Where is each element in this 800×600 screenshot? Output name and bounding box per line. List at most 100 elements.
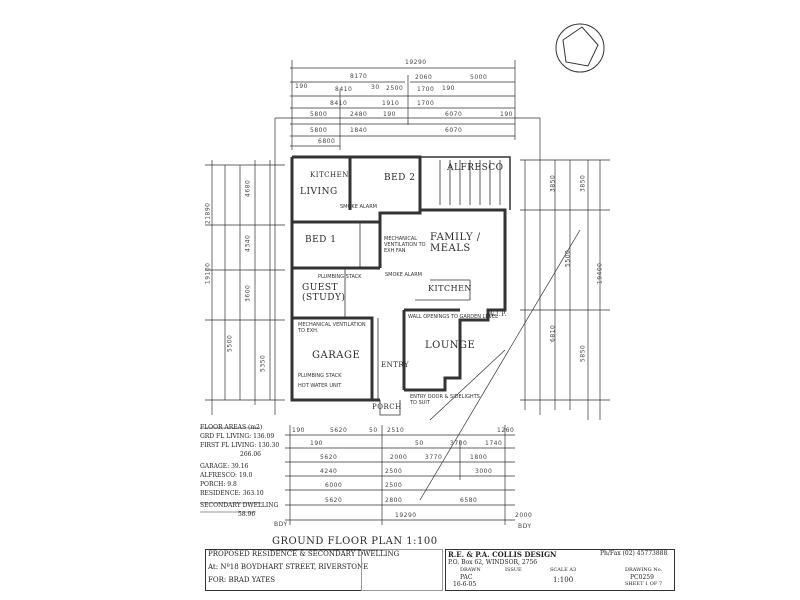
note-hot-water-unit: HOT WATER UNIT: [298, 383, 342, 389]
room-bed-1: BED 1: [305, 235, 337, 245]
floor-area-row: GARAGE: 39.16: [200, 462, 290, 471]
room-wip: W.I.P.: [488, 311, 508, 318]
dim-text: 50: [415, 440, 424, 447]
note-plumbing-stack: PLUMBING STACK: [298, 373, 342, 379]
scale-value: 1:100: [553, 576, 574, 584]
title-block: PROPOSED RESIDENCE & SECONDARY DWELLING …: [205, 549, 675, 591]
room-porch: PORCH: [372, 403, 402, 411]
dim-text: 3000: [475, 468, 493, 475]
floor-area-row: ALFRESCO: 19.0: [200, 471, 290, 480]
floor-area-row: 58.96: [200, 510, 290, 519]
area-value: 266.06: [240, 451, 261, 458]
room-kitchen: KITCHEN: [428, 284, 472, 293]
drawn-label: DRAWN: [460, 567, 481, 573]
dim-text: 5620: [320, 454, 338, 461]
area-value: 9.8: [227, 481, 237, 488]
dim-text: 19290: [395, 512, 417, 519]
dim-text: 19290: [405, 59, 427, 66]
room-entry: ENTRY: [381, 361, 410, 369]
area-label: SECONDARY DWELLING: [200, 502, 279, 509]
project-address: At: Nº18 BOYDHART STREET, RIVERSTONE: [208, 563, 369, 571]
dim-text: 6800: [318, 138, 336, 145]
dim-text: 5500: [564, 249, 572, 267]
room-lounge: LOUNGE: [425, 340, 476, 351]
dim-text: 190: [383, 111, 396, 118]
dim-text: 5000: [470, 74, 488, 81]
dim-text: 8410: [330, 100, 348, 107]
drawn-date: 16-6-05: [453, 581, 477, 588]
dim-text: 5620: [330, 427, 348, 434]
room-living: LIVING: [300, 187, 338, 197]
area-value: 39.16: [231, 463, 249, 470]
dim-text: 6580: [460, 497, 478, 504]
dim-text: 190: [442, 85, 455, 92]
dim-text: 8170: [350, 73, 368, 80]
floor-area-row: SECONDARY DWELLING: [200, 501, 290, 510]
issue-label: ISSUE: [505, 567, 522, 573]
area-label: GRD FL LIVING:: [200, 433, 252, 440]
floor-area-row: RESIDENCE: 363.10: [200, 489, 290, 498]
dim-text: 1740: [485, 440, 503, 447]
project-name: PROPOSED RESIDENCE & SECONDARY DWELLING: [208, 550, 400, 558]
firm-name: R.E. & P.A. COLLIS DESIGN: [448, 550, 557, 559]
area-label: ALFRESCO:: [200, 472, 238, 479]
floor-area-row: FIRST FL LIVING: 130.30: [200, 441, 290, 450]
room-bed-2: BED 2: [384, 173, 416, 183]
dim-text: 5500: [226, 334, 234, 352]
dim-text: 5850: [579, 344, 587, 362]
dim-text: 1800: [470, 454, 488, 461]
dim-text: 5800: [310, 127, 328, 134]
dim-text: 3600: [244, 284, 252, 302]
dim-text: 1840: [350, 127, 368, 134]
area-label: PORCH:: [200, 481, 226, 488]
note-smoke-alarm: SMOKE ALARM: [340, 204, 377, 210]
dim-text: 2000: [390, 454, 408, 461]
dim-text: 2500: [385, 468, 403, 475]
boundary-label: BDY: [518, 523, 532, 530]
area-label: FIRST FL LIVING:: [200, 442, 257, 449]
boundary-label: BDY: [274, 521, 288, 528]
dim-text: 5800: [310, 111, 328, 118]
drawing-no-label: DRAWING No.: [625, 567, 663, 573]
dim-text: 3850: [549, 174, 557, 192]
dim-text: 6070: [445, 111, 463, 118]
dim-text: 3770: [425, 454, 443, 461]
scale-label: SCALE A3: [550, 567, 577, 573]
note-mech-ventilation: MECHANICAL VENTILATION TO EXH.: [298, 322, 366, 334]
area-value: 58.96: [238, 511, 256, 518]
dim-text: 1260: [497, 427, 515, 434]
room-family-meals: FAMILY / MEALS: [430, 232, 481, 254]
dim-text: 21890: [204, 202, 212, 225]
dim-text: 8410: [335, 86, 353, 93]
project-client: FOR: BRAD YATES: [208, 576, 276, 584]
drawn-by: PAC: [460, 574, 473, 581]
note-mech-ventilation: MECHANICAL VENTILATION TO EXH FAN: [384, 236, 426, 254]
dim-text: 2510: [387, 427, 405, 434]
floor-areas: FLOOR AREAS (m2) GRD FL LIVING: 136.09 F…: [200, 423, 290, 519]
dim-text: 2500: [385, 482, 403, 489]
area-label: RESIDENCE:: [200, 490, 241, 497]
drawing-title: GROUND FLOOR PLAN 1:100: [272, 536, 438, 547]
dim-text: 1700: [417, 86, 435, 93]
dim-text: 5620: [325, 497, 343, 504]
dim-text: 6000: [325, 482, 343, 489]
note-smoke-alarm: SMOKE ALARM: [385, 272, 422, 278]
dim-text: 190: [500, 111, 513, 118]
dim-text: 4680: [244, 179, 252, 197]
drawing-no: PC0259: [630, 574, 654, 581]
dim-text: 4240: [320, 468, 338, 475]
floor-area-row: 266.06: [200, 450, 290, 459]
dim-text: 4340: [244, 234, 252, 252]
area-label: GARAGE:: [200, 463, 230, 470]
dim-text: 3700: [450, 440, 468, 447]
dim-text: 6070: [445, 127, 463, 134]
dim-text: 3850: [579, 174, 587, 192]
room-guest-study: GUEST (STUDY): [302, 283, 346, 303]
floor-area-row: PORCH: 9.8: [200, 480, 290, 489]
dim-text: 190: [310, 440, 323, 447]
area-value: 363.10: [242, 490, 264, 497]
north-arrow-icon: [555, 23, 605, 73]
revision-box: [361, 549, 443, 591]
